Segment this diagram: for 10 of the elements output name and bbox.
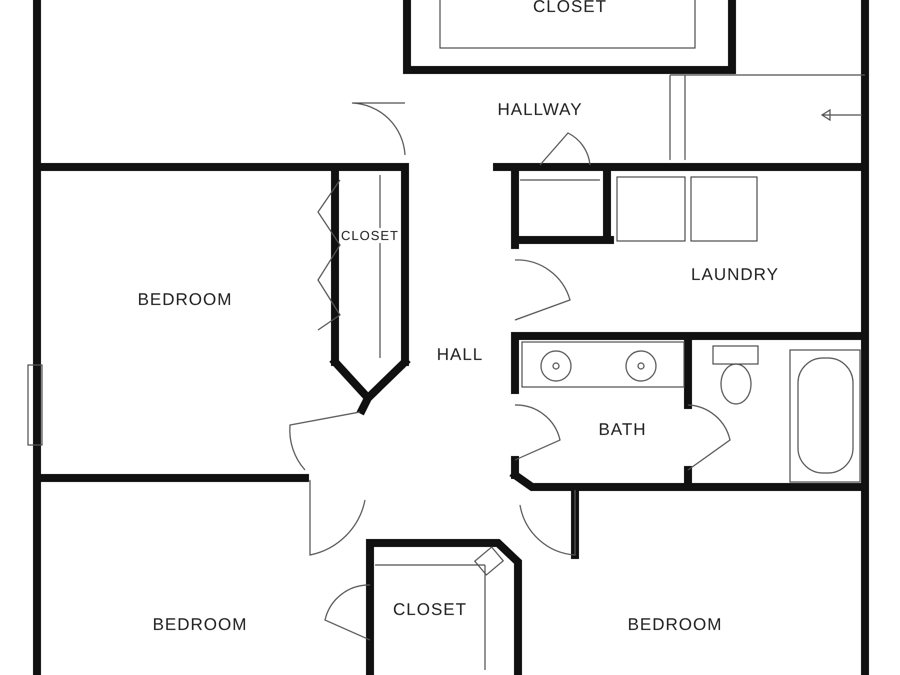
room-label: HALLWAY [497,100,583,120]
room-label: LAUNDRY [691,265,779,285]
room-label: HALL [436,345,484,365]
room-label: BEDROOM [152,615,248,635]
room-label: BATH [598,420,647,440]
room-label: BEDROOM [628,615,722,635]
room-label: BEDROOM [138,290,232,310]
room-label: CLOSET [532,0,608,17]
room-label: CLOSET [340,228,400,242]
room-label: CLOSET [392,600,468,620]
